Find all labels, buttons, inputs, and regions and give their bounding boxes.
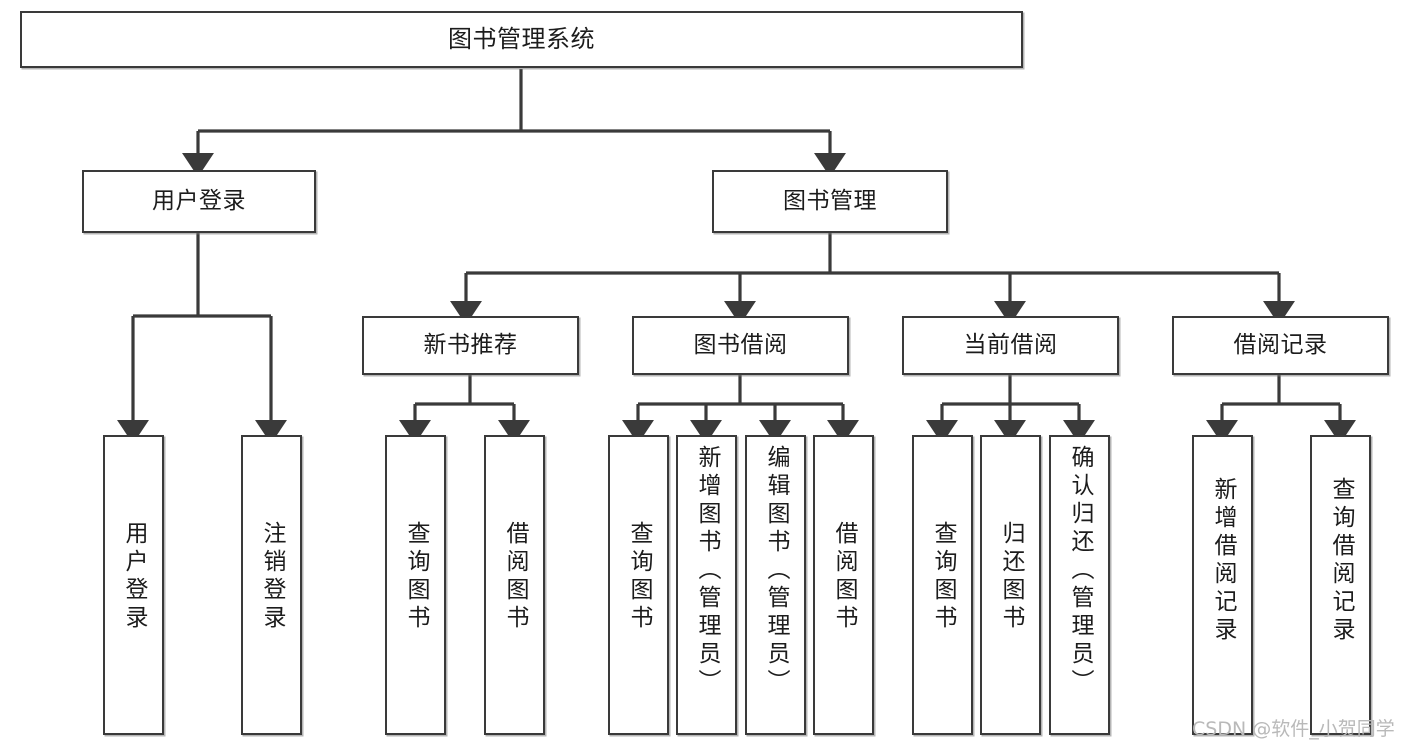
leaf-return-book[interactable]: 归还图书 — [980, 435, 1041, 735]
leaf-borrow-book-borrowing[interactable]: 借阅图书 — [813, 435, 874, 735]
leaf-logout[interactable]: 注销登录 — [241, 435, 302, 735]
node-label: 新增图书（管理员） — [694, 445, 720, 697]
leaf-query-book-current[interactable]: 查询图书 — [912, 435, 973, 735]
leaf-confirm-return-admin[interactable]: 确认归还（管理员） — [1049, 435, 1110, 735]
node-label: 归还图书 — [998, 521, 1024, 633]
node-label: 确认归还（管理员） — [1067, 445, 1093, 697]
leaf-query-book-recommendation[interactable]: 查询图书 — [385, 435, 446, 735]
leaf-user-login[interactable]: 用户登录 — [103, 435, 164, 735]
node-label: 借阅图书 — [502, 521, 528, 633]
node-label: 查询图书 — [403, 521, 429, 633]
node-label: 注销登录 — [259, 521, 285, 633]
node-label: 编辑图书（管理员） — [763, 445, 789, 697]
node-new-book-recommendation[interactable]: 新书推荐 — [362, 316, 579, 375]
leaf-borrow-book-recommendation[interactable]: 借阅图书 — [484, 435, 545, 735]
node-label: 图书借阅 — [693, 331, 788, 358]
leaf-edit-book-admin[interactable]: 编辑图书（管理员） — [745, 435, 806, 735]
node-label: 查询图书 — [930, 521, 956, 633]
node-borrowing-record[interactable]: 借阅记录 — [1172, 316, 1389, 375]
node-label: 借阅记录 — [1233, 331, 1328, 358]
csdn-watermark: CSDN @软件_小贺同学 — [1192, 718, 1395, 740]
node-current-borrowing[interactable]: 当前借阅 — [902, 316, 1119, 375]
node-label: 查询借阅记录 — [1328, 477, 1354, 645]
leaf-add-book-admin[interactable]: 新增图书（管理员） — [676, 435, 737, 735]
leaf-query-book-borrowing[interactable]: 查询图书 — [608, 435, 669, 735]
node-label: 当前借阅 — [963, 331, 1058, 358]
node-label: 新增借阅记录 — [1210, 477, 1236, 645]
node-label: 图书管理 — [783, 187, 877, 214]
node-label: 新书推荐 — [423, 331, 518, 358]
leaf-add-borrowing-record[interactable]: 新增借阅记录 — [1192, 435, 1253, 735]
node-book-borrowing[interactable]: 图书借阅 — [632, 316, 849, 375]
node-root-book-management-system[interactable]: 图书管理系统 — [20, 11, 1023, 68]
node-label: 图书管理系统 — [448, 25, 595, 54]
node-user-login[interactable]: 用户登录 — [82, 170, 316, 233]
node-book-management[interactable]: 图书管理 — [712, 170, 948, 233]
node-label: 借阅图书 — [831, 521, 857, 633]
node-label: 用户登录 — [152, 187, 246, 214]
leaf-query-borrowing-record[interactable]: 查询借阅记录 — [1310, 435, 1371, 735]
node-label: 查询图书 — [626, 521, 652, 633]
node-label: 用户登录 — [121, 521, 147, 633]
